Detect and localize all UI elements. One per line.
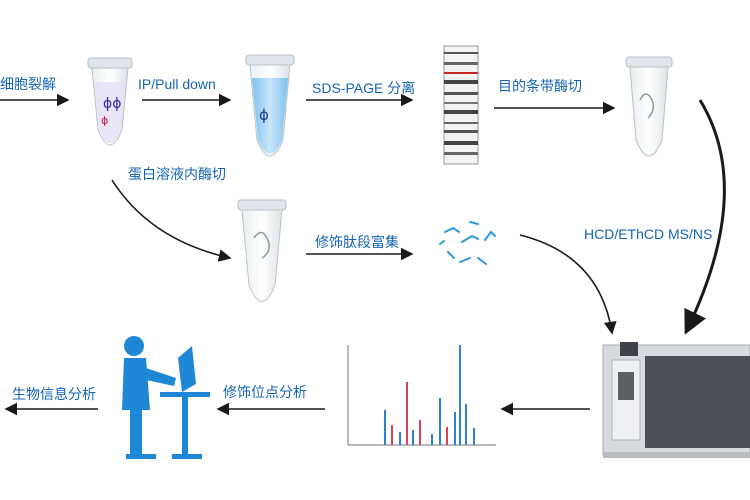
label-peptide-enrich: 修饰肽段富集 xyxy=(315,234,399,250)
label-solution-digest: 蛋白溶液内酶切 xyxy=(128,166,226,182)
label-band-digest: 目的条带酶切 xyxy=(498,78,582,94)
tube-band-digest-icon xyxy=(625,56,673,157)
label-bioinfo: 生物信息分析 xyxy=(12,386,96,402)
mass-spectrometer-icon xyxy=(602,342,750,458)
gel-lane-icon xyxy=(443,45,479,165)
tube-lysate-icon: ɸɸ ɸ xyxy=(87,57,133,146)
label-ms-method: HCD/EThCD MS/NS xyxy=(584,226,713,242)
label-site-analysis: 修饰位点分析 xyxy=(223,384,307,400)
workflow-arrows xyxy=(0,93,726,416)
svg-text:ɸ: ɸ xyxy=(259,106,269,124)
peptide-fragments-icon xyxy=(439,221,496,265)
scientist-at-computer-icon xyxy=(122,336,210,459)
label-ip-pulldown: IP/Pull down xyxy=(138,76,216,92)
ms-spectrum-icon xyxy=(347,345,496,446)
tube-ip-icon: ɸ xyxy=(245,54,295,157)
label-sds-page: SDS-PAGE 分离 xyxy=(312,80,416,96)
label-cell-lysis: 细胞裂解 xyxy=(0,76,56,92)
tube-solution-digest-icon xyxy=(237,199,287,302)
svg-text:ɸ: ɸ xyxy=(101,114,108,127)
svg-text:ɸɸ: ɸɸ xyxy=(103,96,121,112)
